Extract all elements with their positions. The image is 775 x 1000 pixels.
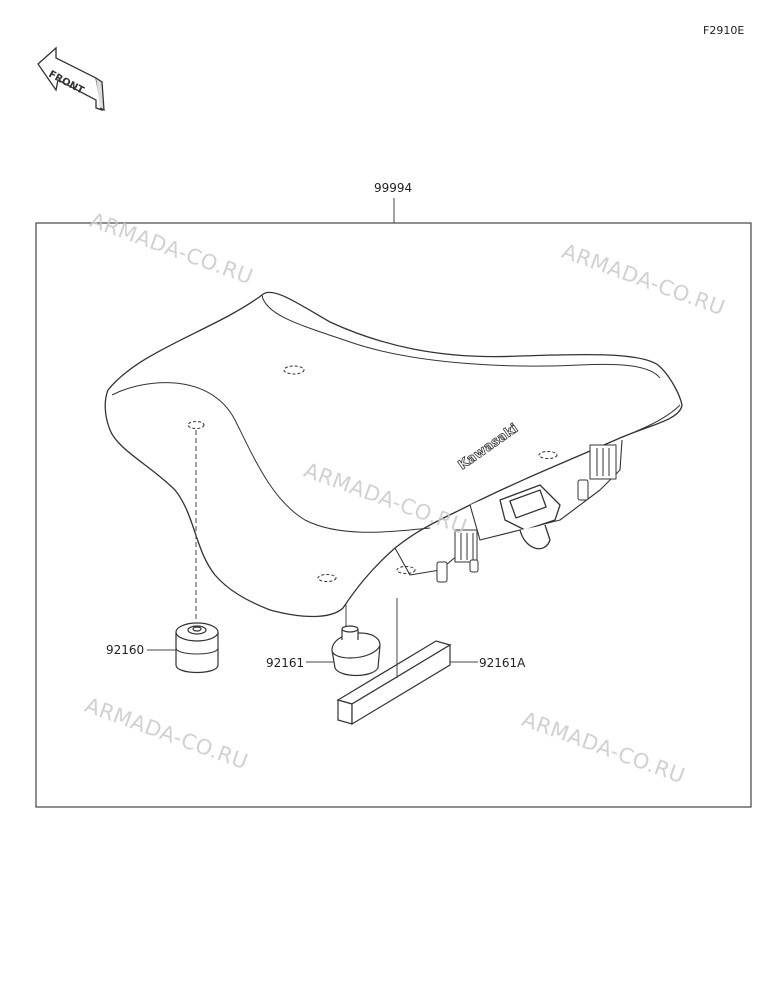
stopper-part	[175, 622, 219, 674]
part-label-damper[interactable]: 92161	[266, 656, 305, 670]
figure-code: F2910E	[703, 24, 745, 37]
front-arrow-icon	[37, 46, 105, 112]
part-label-assembly[interactable]: 99994	[374, 181, 413, 195]
seat-illustration	[104, 291, 683, 618]
pad-part	[336, 640, 452, 726]
part-label-pad[interactable]: 92161A	[479, 656, 526, 670]
part-label-stopper[interactable]: 92160	[106, 643, 145, 657]
damper-part	[331, 625, 381, 677]
